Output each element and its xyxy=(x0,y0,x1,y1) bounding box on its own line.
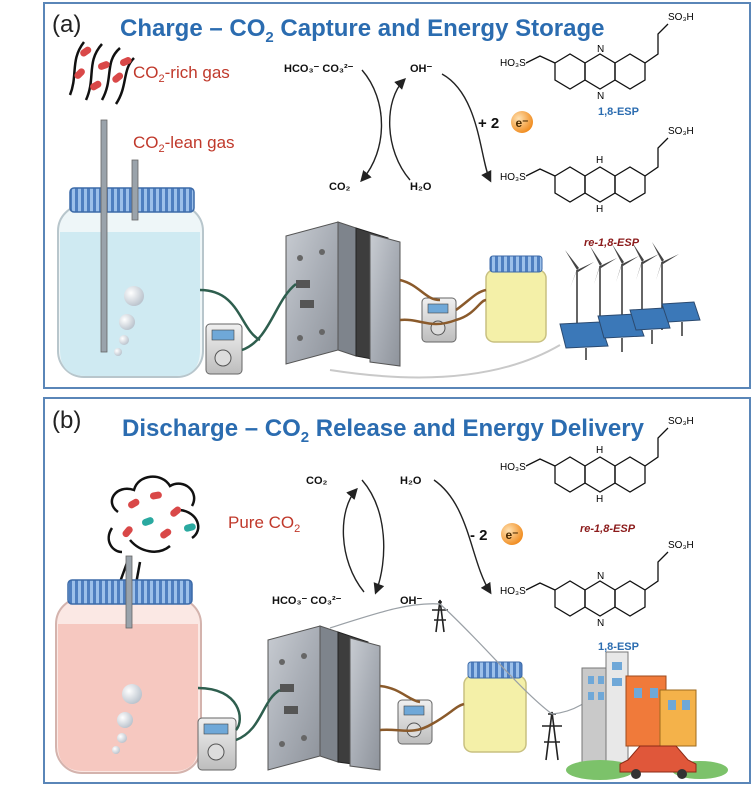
reaction-scheme: HCO₃⁻ CO₃²⁻ OH⁻ CO₂ H₂O + 2 e⁻ xyxy=(284,63,533,193)
molecule-1-8-esp xyxy=(525,23,669,90)
peristaltic-pump xyxy=(197,717,237,771)
electrolyte-reservoir xyxy=(463,661,527,753)
electron-icon xyxy=(511,111,533,133)
city-icon xyxy=(566,651,728,780)
peristaltic-pump xyxy=(205,323,243,375)
molecule-re-1-8-esp xyxy=(525,137,669,203)
panel-a: (a) Charge – CO2 Capture and Energy Stor… xyxy=(43,2,751,389)
co2-molecule-icon xyxy=(74,46,132,91)
ho3s-label: HO₃S xyxy=(500,58,526,69)
molecule-name: re-1,8-ESP xyxy=(584,237,640,249)
molecule-1-8-esp xyxy=(525,551,669,617)
electron-symbol: e⁻ xyxy=(505,528,518,542)
so3h-label: SO₃H xyxy=(668,416,694,427)
atom-label: H xyxy=(596,445,603,456)
ho3s-label: HO₃S xyxy=(500,462,526,473)
atom-label: N xyxy=(597,618,604,629)
molecule-re-1-8-esp xyxy=(525,427,669,493)
electron-transfer-label: + 2 xyxy=(478,115,499,132)
panel-a-title: Charge – CO2 Capture and Energy Storage xyxy=(120,15,604,46)
arrow-icon xyxy=(360,69,383,183)
arrow-icon xyxy=(441,73,492,183)
molecule-name: 1,8-ESP xyxy=(598,106,639,118)
tubing xyxy=(197,684,465,742)
molecule-name: 1,8-ESP xyxy=(598,641,639,653)
rxn-label: HCO₃⁻ CO₃²⁻ xyxy=(272,595,342,607)
absorber-jar xyxy=(57,119,204,378)
ho3s-label: HO₃S xyxy=(500,586,526,597)
pure-co2-label: Pure CO2 xyxy=(228,513,300,535)
atom-label: N xyxy=(597,44,604,55)
electrolyte-reservoir xyxy=(485,255,547,343)
co2-molecule-icon xyxy=(122,491,196,539)
flow-cell xyxy=(267,625,381,771)
arrow-icon xyxy=(388,78,411,181)
atom-label: H xyxy=(596,494,603,505)
reaction-scheme: CO₂ H₂O HCO₃⁻ CO₃²⁻ OH⁻ - 2 e⁻ xyxy=(272,475,523,607)
peristaltic-pump xyxy=(397,699,433,745)
arrow-icon xyxy=(342,487,365,593)
arrow-icon xyxy=(433,479,492,595)
atom-label: H xyxy=(596,155,603,166)
atom-label: N xyxy=(597,91,604,102)
panel-b-letter: (b) xyxy=(52,407,81,434)
rxn-label: OH⁻ xyxy=(400,595,423,607)
arrow-icon xyxy=(361,479,385,595)
ho3s-label: HO₃S xyxy=(500,172,526,183)
renewable-energy-icon xyxy=(559,242,701,360)
so3h-label: SO₃H xyxy=(668,540,694,551)
gas-stream-icon xyxy=(68,41,135,105)
panel-b-title: Discharge – CO2 Release and Energy Deliv… xyxy=(122,415,645,446)
electron-transfer-label: - 2 xyxy=(470,527,488,544)
atom-label: H xyxy=(596,204,603,215)
rxn-label: OH⁻ xyxy=(410,63,433,75)
electron-icon xyxy=(501,523,523,545)
co2-rich-gas-label: CO2-rich gas xyxy=(133,63,230,85)
panel-b: (b) Discharge – CO2 Release and Energy D… xyxy=(43,397,751,784)
peristaltic-pump xyxy=(421,297,457,343)
rxn-label: HCO₃⁻ CO₃²⁻ xyxy=(284,63,354,75)
rxn-label: H₂O xyxy=(410,181,432,193)
flow-cell xyxy=(285,221,401,367)
rxn-label: CO₂ xyxy=(329,181,351,193)
electron-symbol: e⁻ xyxy=(515,116,528,130)
panel-a-letter: (a) xyxy=(52,11,81,38)
molecule-name: re-1,8-ESP xyxy=(580,523,636,535)
so3h-label: SO₃H xyxy=(668,126,694,137)
tubing xyxy=(199,278,561,379)
co2-lean-gas-label: CO2-lean gas xyxy=(133,133,235,155)
rxn-label: CO₂ xyxy=(306,475,328,487)
so3h-label: SO₃H xyxy=(668,12,694,23)
rxn-label: H₂O xyxy=(400,475,422,487)
atom-label: N xyxy=(597,571,604,582)
desorber-jar xyxy=(55,555,202,774)
